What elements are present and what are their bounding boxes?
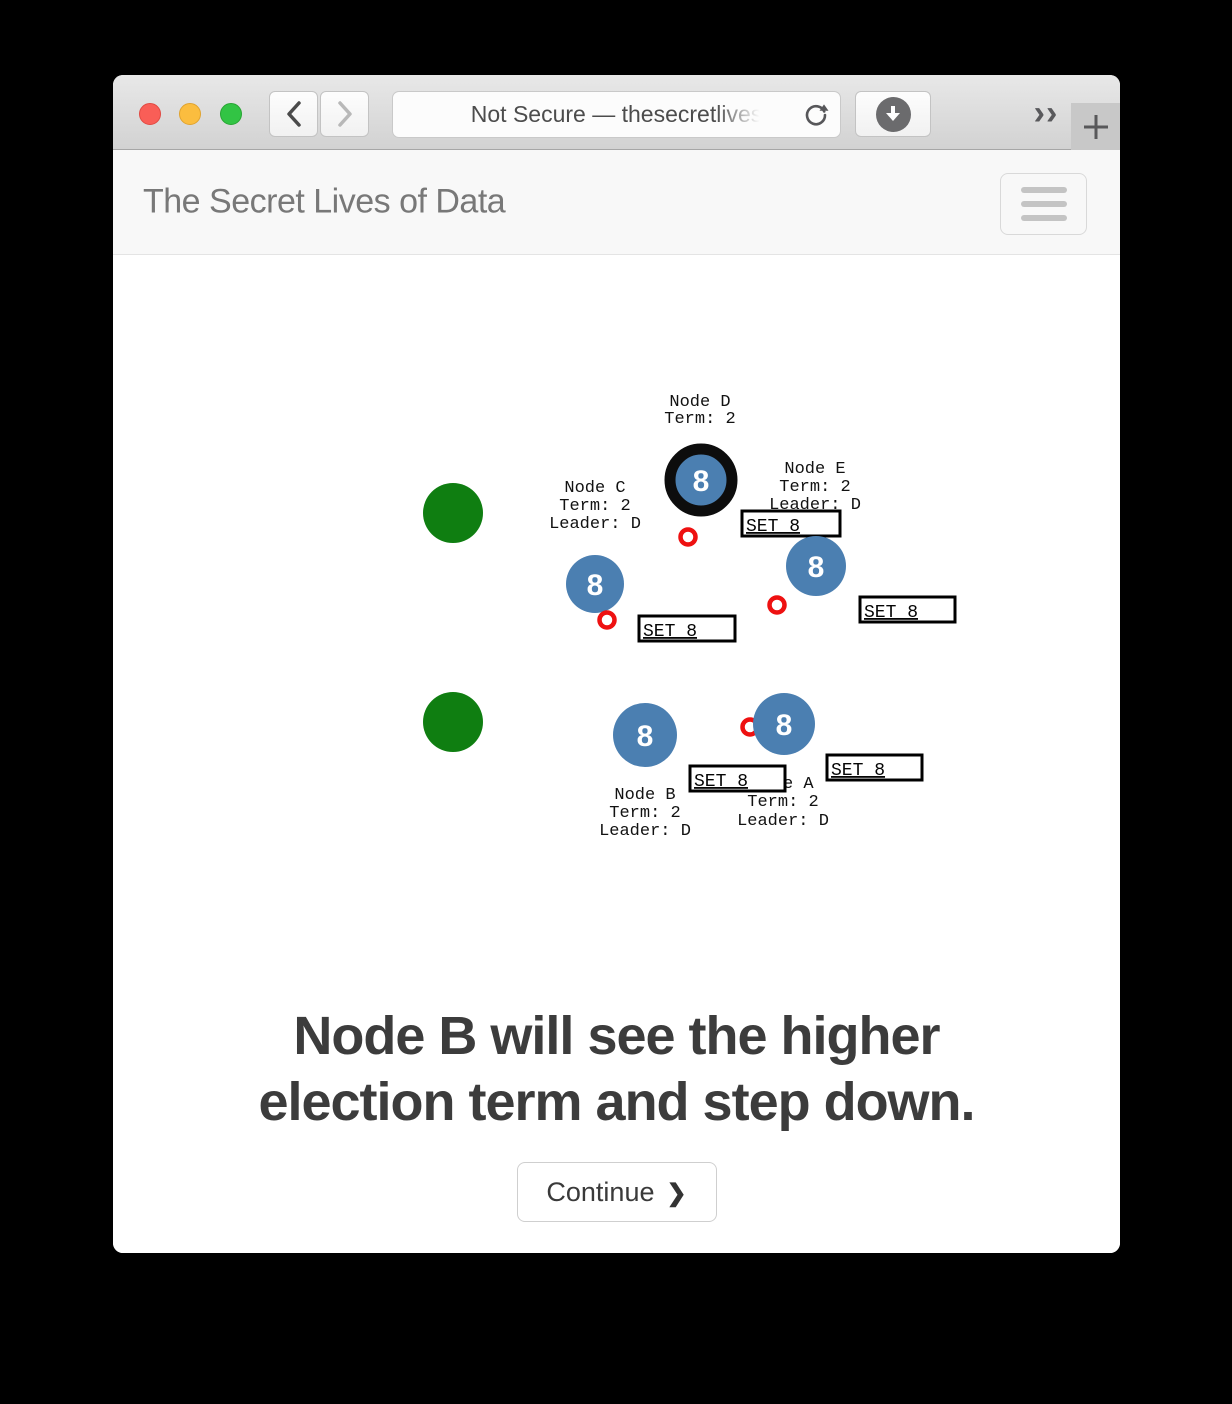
- page-title: The Secret Lives of Data: [143, 182, 506, 221]
- toolbar-overflow-button[interactable]: ››: [1018, 88, 1074, 138]
- download-icon: [875, 96, 911, 132]
- message-dot-c: [597, 610, 617, 630]
- raft-visualization: Node D Term: 2 Node C Term: 2 Leader: D …: [423, 393, 957, 841]
- continue-button[interactable]: Continue ❯: [516, 1162, 717, 1222]
- svg-text:SET 8: SET 8: [643, 622, 697, 642]
- svg-text:Node E: Node E: [784, 460, 845, 479]
- caption-line-2: election term and step down.: [258, 1072, 975, 1132]
- main-content: Node D Term: 2 Node C Term: 2 Leader: D …: [113, 255, 1120, 1253]
- close-window-button[interactable]: [139, 103, 161, 125]
- svg-text:Term: 2: Term: 2: [747, 793, 818, 812]
- node-circle-d[interactable]: 8: [664, 443, 738, 517]
- node-circle-b[interactable]: 8: [613, 703, 677, 767]
- reload-icon: [805, 104, 829, 126]
- message-box-set8-e2: SET 8: [858, 595, 957, 624]
- svg-text:Term: 2: Term: 2: [609, 804, 680, 823]
- node-circle-e[interactable]: 8: [786, 536, 846, 596]
- message-dot-e: [767, 595, 787, 615]
- node-d-label: Node D Term: 2: [664, 393, 735, 429]
- client-circle-top: [423, 483, 483, 543]
- svg-text:8: 8: [808, 551, 825, 584]
- svg-text:Term: 2: Term: 2: [559, 497, 630, 516]
- message-box-set8-e: SET 8: [740, 509, 842, 538]
- svg-text:SET 8: SET 8: [831, 761, 885, 781]
- caption-line-1: Node B will see the higher: [293, 1006, 940, 1066]
- svg-text:8: 8: [693, 465, 710, 498]
- svg-text:Term: 2: Term: 2: [664, 410, 735, 429]
- menu-button[interactable]: [1000, 173, 1087, 235]
- url-text-fade: lives: [716, 101, 763, 127]
- node-circle-a[interactable]: 8: [753, 693, 815, 755]
- node-b-label: Node B Term: 2 Leader: D: [599, 786, 691, 841]
- plus-icon: [1083, 114, 1108, 139]
- svg-text:SET 8: SET 8: [746, 517, 800, 537]
- svg-text:8: 8: [637, 720, 654, 753]
- reload-button[interactable]: [802, 101, 830, 135]
- downloads-button[interactable]: [855, 91, 931, 137]
- fullscreen-window-button[interactable]: [220, 103, 242, 125]
- back-button[interactable]: [269, 91, 318, 137]
- svg-text:SET 8: SET 8: [694, 772, 748, 792]
- minimize-window-button[interactable]: [179, 103, 201, 125]
- message-dot-d: [678, 527, 698, 547]
- svg-text:Leader: D: Leader: D: [737, 812, 829, 831]
- svg-text:Term: 2: Term: 2: [779, 478, 850, 497]
- svg-text:SET 8: SET 8: [864, 603, 918, 623]
- svg-text:Node C: Node C: [564, 479, 625, 498]
- step-caption: Node B will see the higher election term…: [113, 1003, 1120, 1135]
- svg-text:Node B: Node B: [614, 786, 675, 805]
- node-e-label: Node E Term: 2 Leader: D: [769, 460, 861, 515]
- chevron-double-right-icon: ››: [1033, 93, 1059, 132]
- chevron-right-icon: ❯: [666, 1179, 687, 1207]
- node-c-label: Node C Term: 2 Leader: D: [549, 479, 641, 534]
- message-box-set8-c: SET 8: [637, 614, 737, 643]
- continue-label: Continue: [546, 1176, 655, 1207]
- forward-button[interactable]: [320, 91, 369, 137]
- forward-chevron-icon: [337, 101, 352, 127]
- node-circle-c[interactable]: 8: [566, 555, 624, 613]
- url-text: Not Secure — thesecret: [470, 101, 717, 127]
- client-circle-bottom: [423, 692, 483, 752]
- svg-text:Leader: D: Leader: D: [599, 822, 691, 841]
- back-chevron-icon: [286, 101, 301, 127]
- message-box-set8-b: SET 8: [688, 764, 787, 793]
- message-box-set8-a: SET 8: [825, 753, 924, 782]
- svg-text:Node D: Node D: [669, 393, 730, 412]
- svg-text:8: 8: [776, 709, 793, 742]
- site-header: The Secret Lives of Data: [113, 150, 1120, 255]
- svg-text:Leader: D: Leader: D: [549, 515, 641, 534]
- svg-text:8: 8: [587, 569, 604, 602]
- new-tab-button[interactable]: [1071, 103, 1120, 150]
